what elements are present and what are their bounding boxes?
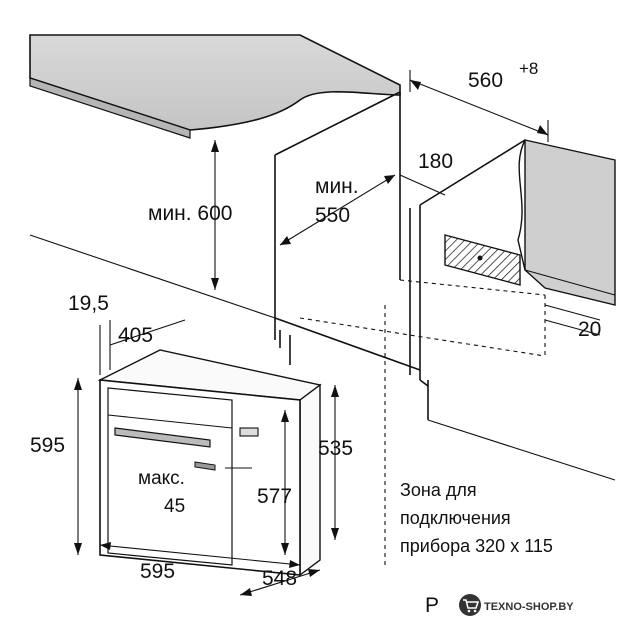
dim-oven-depth: 548: [262, 567, 297, 590]
connection-box: [444, 234, 521, 286]
oven: [97, 349, 322, 577]
dim-vent-gap: 20: [578, 318, 601, 341]
dimension-lines: [77, 70, 601, 596]
brand-name: TEXNO-SHOP.BY: [484, 601, 574, 613]
dim-max-label: макс.: [138, 468, 185, 489]
footer-letter: P: [425, 594, 439, 617]
connection-zone-line-3: прибора 320 x 115: [400, 536, 553, 556]
dim-oven-height: 595: [30, 434, 65, 457]
dim-niche-width-tolerance: +8: [519, 59, 538, 78]
dim-door-depth: 405: [118, 324, 153, 347]
dim-min-depth-label: мин.: [315, 175, 359, 198]
dim-body-height-535: 535: [318, 437, 353, 460]
connection-zone-line-1: Зона для: [400, 480, 477, 500]
arrowheads: [74, 80, 548, 596]
dim-vent-depth: 180: [418, 150, 453, 173]
countertop: [29, 34, 401, 139]
brand-logo[interactable]: TEXNO-SHOP.BY: [459, 594, 574, 616]
dim-min-depth-value: 550: [315, 204, 350, 227]
connection-zone-line-2: подключения: [400, 508, 511, 528]
dim-min-height: мин. 600: [148, 202, 232, 225]
dim-oven-width: 595: [140, 560, 175, 583]
dim-panel-gap: 19,5: [68, 292, 109, 315]
dim-niche-width: 560: [468, 69, 503, 92]
dim-max-value: 45: [164, 496, 185, 517]
dim-body-height-577: 577: [257, 485, 292, 508]
side-wall: [419, 139, 616, 306]
